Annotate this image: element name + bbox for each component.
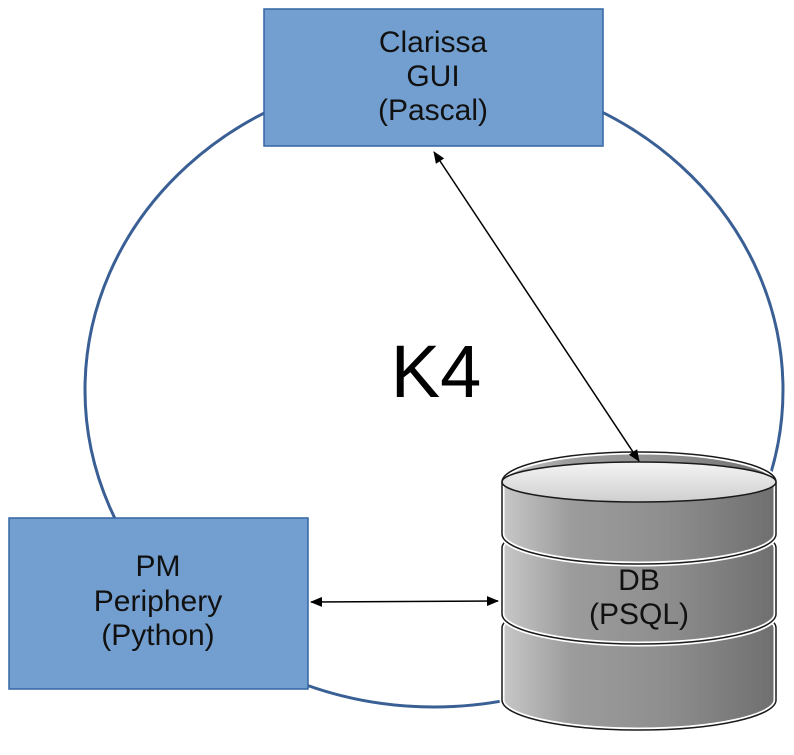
periphery-label-line3: (Python) [101, 619, 214, 652]
gui-db-arrow [433, 151, 640, 462]
periphery-box[interactable] [8, 517, 309, 690]
periphery-label-line1: PM [136, 550, 181, 583]
system-name-label: K4 [391, 330, 482, 413]
gui-label-line1: Clarissa [379, 26, 488, 59]
periphery-label-line2: Periphery [94, 585, 222, 618]
db-label-line1: DB [618, 564, 660, 597]
periphery-db-arrow [310, 596, 499, 607]
gui-label-line2: GUI [406, 60, 459, 93]
gui-label-line3: (Pascal) [378, 94, 488, 127]
db-label-line2: (PSQL) [589, 598, 689, 631]
gui-box[interactable] [263, 8, 604, 147]
